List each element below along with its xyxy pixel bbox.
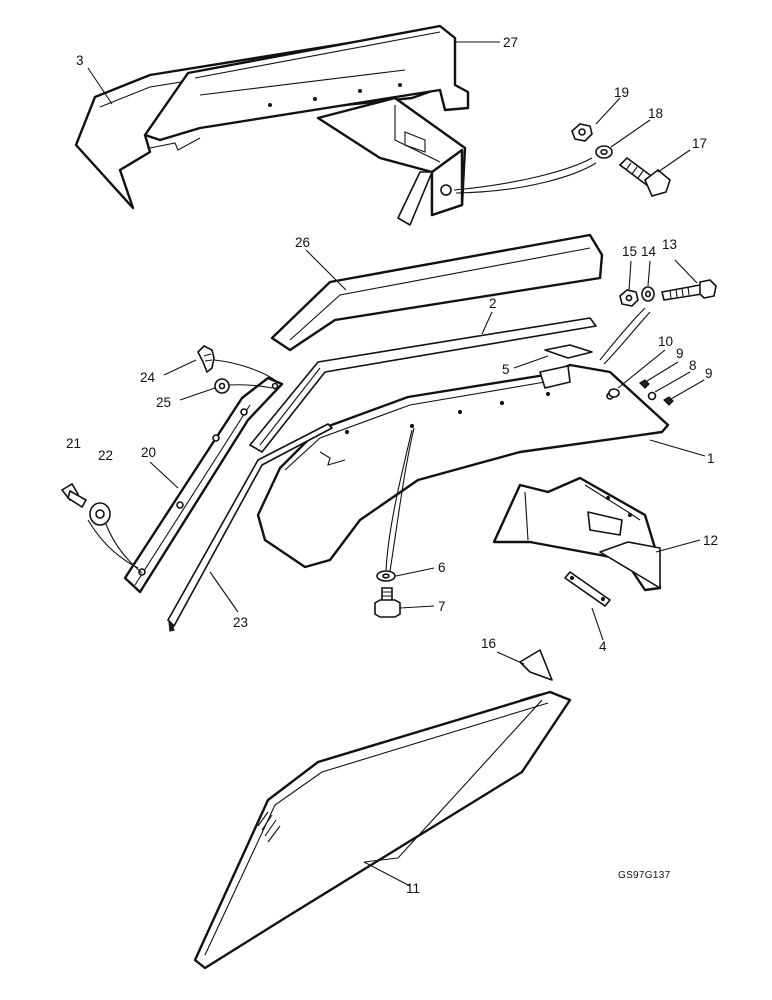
callout-4: 4 — [599, 639, 607, 654]
hardware-middle-group — [599, 279, 717, 365]
callout-23: 23 — [233, 615, 248, 630]
callout-9-upper: 9 — [676, 346, 684, 361]
screw-24 — [197, 345, 215, 374]
washer-8 — [647, 391, 657, 401]
callout-1: 1 — [707, 451, 715, 466]
callout-21: 21 — [66, 436, 81, 451]
callout-13: 13 — [662, 237, 677, 252]
callout-11: 11 — [406, 881, 420, 896]
hardware-left-group — [60, 482, 143, 574]
bolt-13 — [661, 279, 717, 301]
callout-27: 27 — [503, 35, 518, 50]
upper-bracket — [316, 96, 467, 226]
callout-20: 20 — [141, 445, 156, 460]
callout-8: 8 — [689, 358, 697, 373]
callout-22: 22 — [98, 448, 113, 463]
nut-9-upper — [639, 379, 650, 389]
hardware-screw-group — [197, 345, 276, 394]
callout-25: 25 — [156, 395, 171, 410]
part-11-lower-fender — [193, 690, 572, 970]
callout-14: 14 — [641, 244, 657, 259]
callout-16: 16 — [481, 636, 496, 651]
hardware-bottom-group — [374, 427, 415, 618]
callout-26: 26 — [295, 235, 310, 250]
drawing-reference-code: GS97G137 — [618, 870, 671, 881]
callout-9-lower: 9 — [705, 366, 713, 381]
callout-7: 7 — [438, 599, 446, 614]
part-16-clip — [519, 649, 553, 681]
part-26-middle-trim — [270, 233, 604, 352]
nut-9-lower — [663, 396, 674, 406]
part-1-main-fender — [256, 363, 670, 569]
bolt-7 — [374, 587, 401, 618]
callout-17: 17 — [692, 136, 707, 151]
washer-10 — [608, 388, 620, 398]
callout-leaders — [87, 41, 706, 887]
callout-24: 24 — [140, 370, 156, 385]
callout-2: 2 — [489, 296, 497, 311]
part-27-upper-trim — [143, 24, 470, 142]
bolt-17 — [618, 156, 671, 197]
callout-12: 12 — [703, 533, 718, 548]
part-5-pad — [544, 344, 593, 359]
callout-15: 15 — [622, 244, 637, 259]
part-12-lower-bracket — [492, 476, 662, 592]
part-4-plate — [564, 571, 611, 607]
callout-18: 18 — [648, 106, 663, 121]
callout-5: 5 — [502, 362, 510, 377]
callout-6: 6 — [438, 560, 446, 575]
hardware-upper-group — [453, 123, 671, 197]
callout-labels: 3 27 19 18 17 26 15 14 13 2 5 10 9 8 9 2… — [66, 35, 718, 896]
hardware-right-small-group — [608, 379, 674, 406]
callout-19: 19 — [614, 85, 629, 100]
part-20-side-bracket — [123, 376, 284, 594]
callout-10: 10 — [658, 334, 673, 349]
callout-3: 3 — [76, 53, 84, 68]
part-2-seal-strip — [249, 317, 597, 453]
part-23-rubber-strip — [167, 423, 333, 632]
